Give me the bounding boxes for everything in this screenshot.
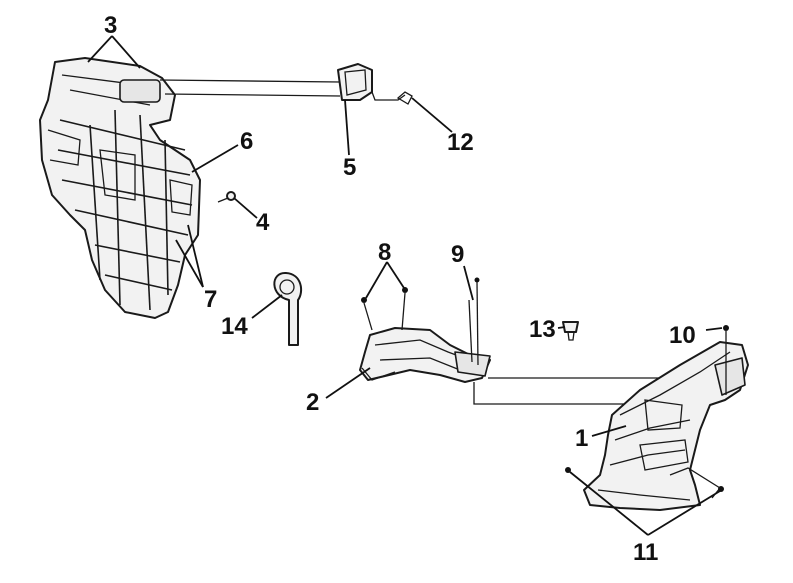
assembly-guide-lines	[473, 377, 672, 405]
callout-13: 13	[529, 316, 556, 343]
callout-6: 6	[240, 128, 253, 155]
callout-10: 10	[669, 322, 696, 349]
callout-3: 3	[104, 12, 117, 39]
part-12-screw	[396, 91, 413, 105]
part-10-screw	[723, 325, 729, 395]
part-14-clip	[273, 271, 303, 346]
callout-9: 9	[451, 241, 464, 268]
callout-11: 11	[633, 539, 658, 566]
callout-5: 5	[343, 154, 356, 181]
callout-2: 2	[306, 389, 319, 416]
part-8-bolts	[361, 287, 408, 331]
part-13-grommet	[562, 321, 579, 341]
part-1-rear-fender	[583, 341, 749, 511]
callout-8: 8	[378, 239, 391, 266]
callout-7: 7	[204, 286, 217, 313]
part-6-inner-panel	[39, 57, 201, 319]
callout-4: 4	[256, 209, 270, 236]
part-9-long-bolt	[468, 277, 480, 366]
part-5-stay-rod	[159, 63, 406, 101]
callout-14: 14	[221, 313, 248, 340]
part-4-bolt	[217, 191, 236, 203]
callout-1: 1	[575, 425, 588, 452]
callout-12: 12	[447, 129, 474, 156]
leader-lines	[87, 35, 723, 536]
callout-labels: 3 6 4 7 5 12 14 8 9 2 13 10 1 11	[104, 12, 696, 566]
